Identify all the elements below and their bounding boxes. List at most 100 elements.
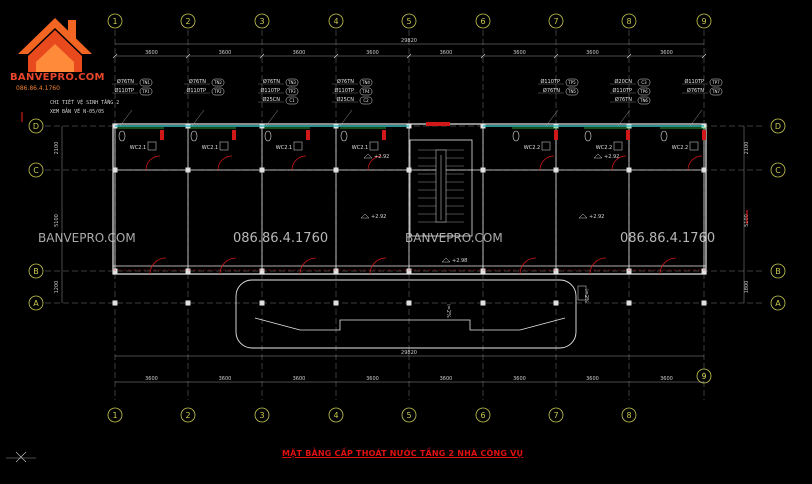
pipe-tag-text: TP6 <box>639 89 648 94</box>
column-pillar <box>701 300 707 306</box>
pipe-callout-text: Ø76TN <box>117 78 134 85</box>
grid-label-top: 3 <box>259 17 264 26</box>
logo-house-icon <box>18 18 92 72</box>
pipe-tag-text: TN3 <box>287 80 296 85</box>
toilet-fixture-icon <box>264 130 272 142</box>
pipe-tag-bubble <box>211 87 225 96</box>
door-swing <box>145 155 161 171</box>
grid-bubble-top <box>548 13 564 29</box>
grid-bubble-bottom <box>180 407 196 423</box>
column-pillar <box>112 167 118 173</box>
grid-bubble-bottom <box>475 407 491 423</box>
column-pillar <box>259 300 265 306</box>
drawing-title: MẶT BẰNG CẤP THOÁT NƯỚC TẦNG 2 NHÀ CÔNG … <box>282 449 524 458</box>
column-pillar <box>553 268 559 274</box>
column-pillar <box>333 300 339 306</box>
grid-bubble-top <box>328 13 344 29</box>
column-pillar <box>480 300 486 306</box>
grid-bubble-bottom <box>254 407 270 423</box>
grid-label-left: D <box>33 122 39 131</box>
wc-label: WC2.1 <box>352 145 368 151</box>
dim-tick <box>185 53 191 59</box>
grid-bubble-top <box>475 13 491 29</box>
detail-note-line2: XEM BẢN VẼ N-05/05 <box>50 109 105 115</box>
door-swing <box>687 155 703 171</box>
wc-label: WC2.2 <box>524 145 540 151</box>
pipe-callout-text: Ø76TN <box>263 78 280 85</box>
dim-total-top: 29820 <box>401 38 417 44</box>
level-text: +2.92 <box>604 154 619 160</box>
cursor-cross-icon <box>15 451 27 463</box>
grid-bubble-right <box>770 118 786 134</box>
column-pillar <box>626 268 632 274</box>
pipe-callout-text: Ø76TN <box>189 78 206 85</box>
dim-bay-bottom: 3600 <box>145 376 158 382</box>
canopy-outline <box>235 279 577 349</box>
toilet-fixture-icon <box>190 130 198 142</box>
pipe-tag-text: TN2 <box>213 80 222 85</box>
dim-bay-top: 3600 <box>513 50 526 56</box>
door-swing <box>291 155 307 171</box>
grid-label-right: D <box>775 122 781 131</box>
grid-bubble-right <box>770 263 786 279</box>
grid-bubble-right <box>770 295 786 311</box>
column-pillar <box>185 167 191 173</box>
door-swing <box>611 155 627 171</box>
drain-box <box>577 285 587 301</box>
fixture-red <box>306 130 310 140</box>
dim-tick <box>112 53 118 59</box>
pipe-callout-text: Ø76TN <box>337 78 354 85</box>
callout-leader-diag <box>339 109 353 127</box>
pipe-tag-text: C2 <box>363 98 369 103</box>
column-pillar <box>112 268 118 274</box>
wc-label: WC2.1 <box>130 145 146 151</box>
grid-label-bottom: 9 <box>701 372 706 381</box>
grid-label-bottom: 5 <box>406 411 411 420</box>
grid-label-bottom: 3 <box>259 411 264 420</box>
grid-bubble-top <box>621 13 637 29</box>
dim-bay-bottom: 3600 <box>366 376 379 382</box>
detail-note-line1: CHI TIẾT VỆ SINH TẦNG 2 <box>50 100 120 106</box>
grid-bubble-bottom <box>401 407 417 423</box>
grid-label-right: A <box>775 299 781 308</box>
column-pillar <box>333 167 339 173</box>
grid-label-bottom: 6 <box>480 411 485 420</box>
dim-bay-bottom: 3600 <box>513 376 526 382</box>
toilet-fixture-icon <box>512 130 520 142</box>
wc-label: WC2.1 <box>202 145 218 151</box>
column-pillar <box>480 167 486 173</box>
callout-leader-diag <box>689 109 703 127</box>
column-pillar <box>185 268 191 274</box>
level-marker-icon <box>578 213 588 219</box>
pipe-tag-text: TP1 <box>141 89 150 94</box>
grid-label-bottom: 2 <box>185 411 190 420</box>
grid-bubble-bottom <box>107 407 123 423</box>
sink-icon <box>613 141 623 151</box>
column-pillar <box>406 300 412 306</box>
pipe-callout-text: Ø76TN <box>687 87 704 94</box>
callout-leader-diag <box>617 109 631 127</box>
fixture-red <box>382 130 386 140</box>
level-text: +2.92 <box>374 154 389 160</box>
window-red <box>426 122 450 126</box>
dim-left: 2100 <box>54 142 60 155</box>
watermark-phone-1: 086.86.4.1760 <box>233 231 329 246</box>
pipe-tag-bubble <box>285 96 299 105</box>
pipe-callout-text: Ø110TP <box>260 87 280 94</box>
grid-label-left: B <box>33 267 39 276</box>
dim-bay-top: 3600 <box>219 50 232 56</box>
dim-tick <box>480 53 486 59</box>
level-marker-icon <box>360 213 370 219</box>
dim-total-bottom: 29820 <box>401 350 417 356</box>
level-marker-icon <box>363 153 373 159</box>
pipe-callout-text: Ø110TP <box>114 87 134 94</box>
pipe-tag-bubble <box>637 87 651 96</box>
callout-leader-diag <box>265 109 279 127</box>
dim-bay-top: 3600 <box>586 50 599 56</box>
dim-bay-bottom: 3600 <box>440 376 453 382</box>
dim-tick <box>259 53 265 59</box>
grid-label-bottom: 4 <box>333 411 338 420</box>
fixture-red <box>554 130 558 140</box>
